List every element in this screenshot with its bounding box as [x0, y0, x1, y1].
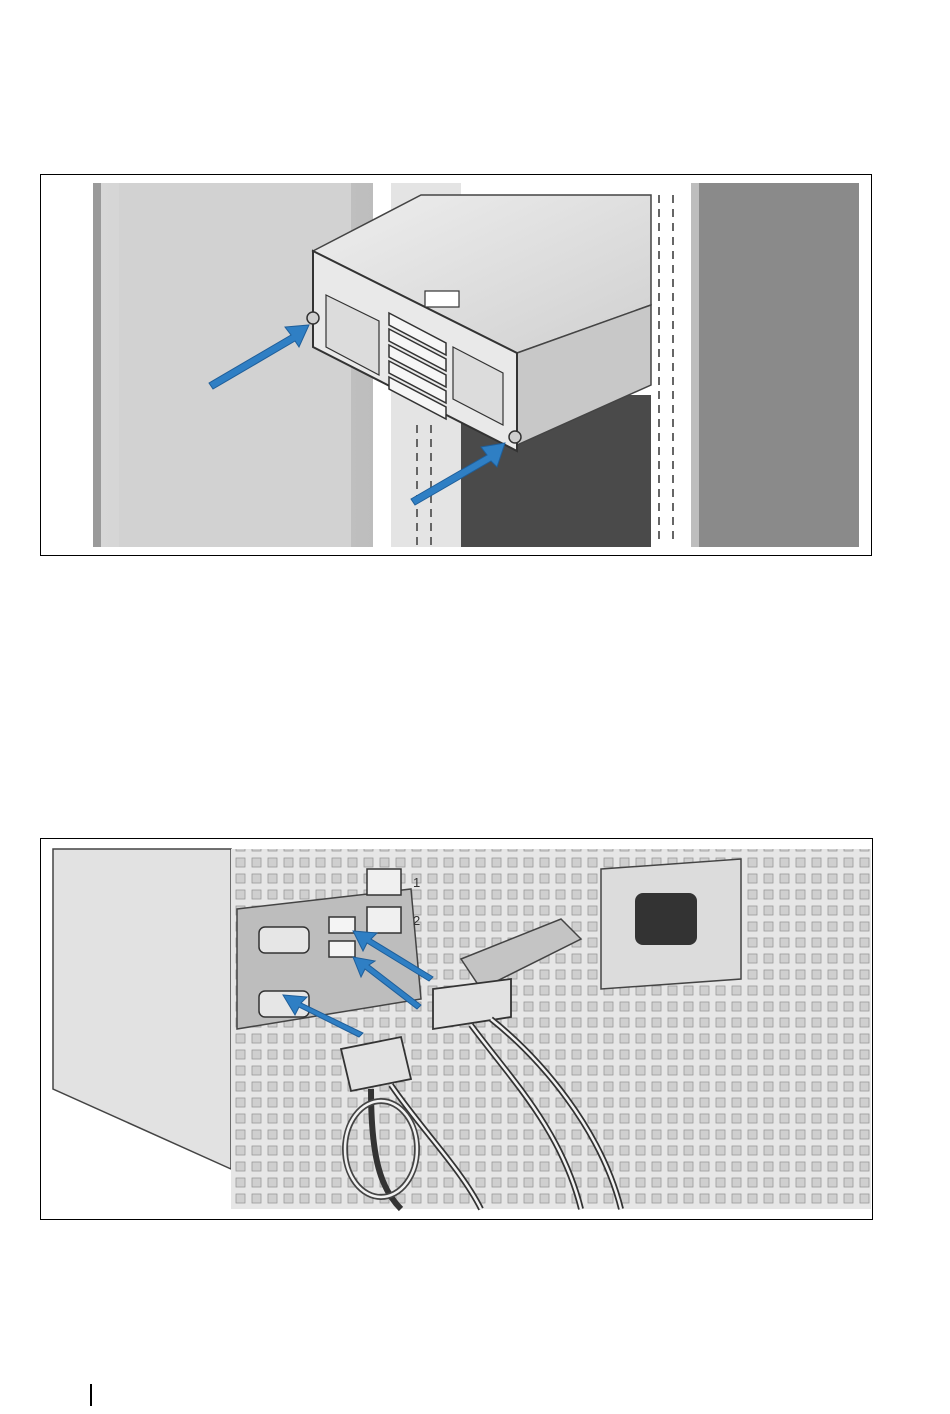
rear-panel-cables-figure: 1 2: [40, 838, 873, 1220]
usb-port-2: [329, 941, 355, 957]
rear-panel-cables-illustration: 1 2: [41, 839, 872, 1219]
server-top-label: [425, 291, 459, 307]
rack-installation-figure: [40, 174, 872, 556]
thumbscrew-right: [509, 431, 521, 443]
rack-installation-illustration: [41, 175, 871, 555]
nic-label-2: 2: [413, 913, 420, 928]
usb-port-1: [329, 917, 355, 933]
nic-port-1: [367, 869, 401, 895]
rack-door: [691, 183, 859, 547]
nic-port-2: [367, 907, 401, 933]
nic-label-1: 1: [413, 875, 420, 890]
power-socket: [635, 893, 697, 945]
thumbscrew-left: [307, 312, 319, 324]
page-margin-rule: [90, 1384, 92, 1406]
serial-port: [259, 927, 309, 953]
chassis-side-wall: [53, 849, 231, 1169]
